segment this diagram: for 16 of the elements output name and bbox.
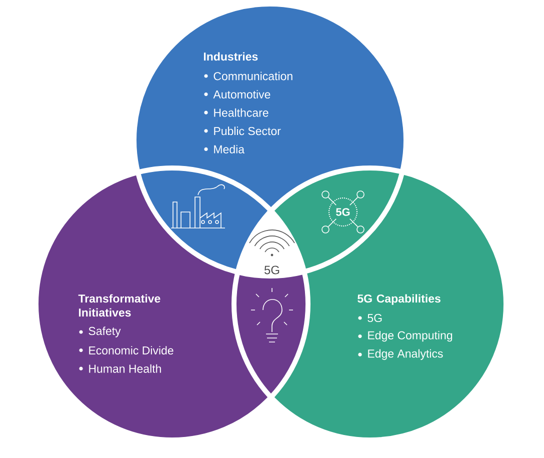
- bullet-item: Healthcare: [214, 108, 268, 117]
- bullet-item: Media: [214, 144, 245, 154]
- bullet-item: Public Sector: [214, 126, 281, 136]
- heading: Transformative Initiatives: [78, 294, 160, 317]
- bullet-item: Communication: [214, 72, 292, 80]
- bullet-item: 5G: [368, 314, 382, 322]
- bullet-item: Human Health: [89, 364, 161, 373]
- heading: 5G Capabilities: [358, 294, 440, 305]
- bullet-item: Edge Computing: [368, 330, 452, 342]
- bullet-item: Automotive: [213, 90, 270, 99]
- bullet-item: Economic Divide: [89, 346, 174, 355]
- bullet-item: Edge Analytics: [368, 349, 443, 360]
- bullet-item: Safety: [88, 326, 121, 338]
- icon-label: 5G: [336, 208, 350, 216]
- center-label: 5G: [264, 266, 280, 274]
- heading: Industries: [204, 52, 258, 61]
